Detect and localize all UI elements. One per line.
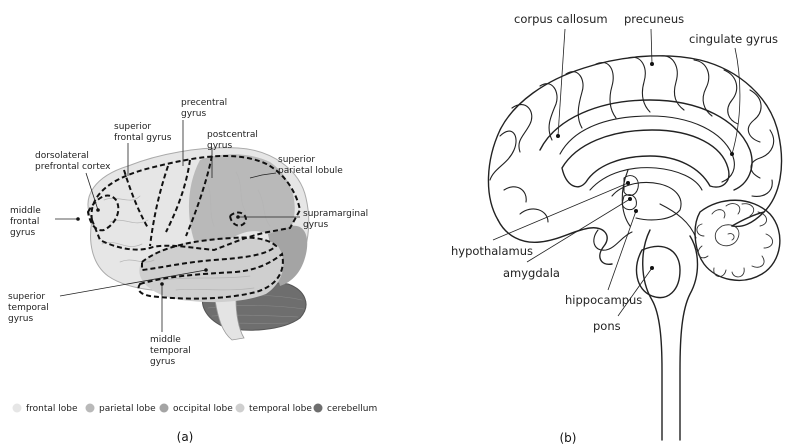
corpus-callosum bbox=[562, 130, 729, 187]
middle-frontal-gyrus-label: middle frontal gyrus bbox=[10, 206, 44, 238]
brainstem-outline bbox=[643, 230, 662, 440]
superior-parietal-lobule-label: superior parietal lobule bbox=[278, 155, 343, 176]
hippocampus-label: hippocampus bbox=[565, 293, 642, 307]
legend-item-cerebellum: cerebellum bbox=[314, 404, 378, 415]
superior-temporal-gyrus-label: superior temporal gyrus bbox=[8, 292, 52, 324]
legend-swatch bbox=[314, 404, 323, 413]
panel-a-caption: (a) bbox=[177, 430, 194, 444]
supramarginal-gyrus-label: supramarginal gyrus bbox=[303, 209, 371, 230]
panel-b-caption: (b) bbox=[560, 431, 577, 445]
svg-text:cerebellum: cerebellum bbox=[327, 404, 377, 414]
legend-item-temporal-lobe: temporal lobe bbox=[236, 404, 313, 415]
legend-swatch bbox=[236, 404, 245, 413]
cortex-gyri bbox=[490, 56, 774, 222]
superior-frontal-gyrus-label: superior frontal gyrus bbox=[114, 122, 172, 143]
cingulate-gyrus-label: cingulate gyrus bbox=[689, 32, 778, 46]
svg-text:occipital lobe: occipital lobe bbox=[173, 404, 233, 414]
hypothalamus-label: hypothalamus bbox=[451, 244, 533, 258]
middle-temporal-gyrus-label: middle temporal gyrus bbox=[150, 335, 194, 367]
lateral-brain-diagram: precentral gyrus superior frontal gyrus … bbox=[8, 98, 371, 367]
dorsolateral-prefrontal-cortex-label: dorsolateral prefrontal cortex bbox=[35, 151, 111, 172]
svg-text:temporal lobe: temporal lobe bbox=[249, 404, 312, 414]
legend-item-occipital-lobe: occipital lobe bbox=[160, 404, 234, 415]
legend-item-parietal-lobe: parietal lobe bbox=[86, 404, 157, 415]
legend-item-frontal-lobe: frontal lobe bbox=[13, 404, 79, 415]
legend-swatch bbox=[160, 404, 169, 413]
legend-swatch bbox=[13, 404, 22, 413]
corpus-callosum-label: corpus callosum bbox=[514, 12, 608, 26]
cerebellum-sagittal bbox=[695, 200, 780, 280]
svg-text:frontal lobe: frontal lobe bbox=[26, 404, 78, 414]
cingulate-gyrus-band bbox=[540, 100, 752, 190]
precentral-gyrus-label: precentral gyrus bbox=[181, 98, 230, 119]
precuneus-label: precuneus bbox=[624, 12, 684, 26]
pons-label: pons bbox=[593, 319, 621, 333]
svg-text:parietal lobe: parietal lobe bbox=[99, 404, 156, 414]
lobe-legend: frontal lobe parietal lobe occipital lob… bbox=[13, 404, 378, 415]
amygdala-label: amygdala bbox=[503, 266, 560, 280]
legend-swatch bbox=[86, 404, 95, 413]
